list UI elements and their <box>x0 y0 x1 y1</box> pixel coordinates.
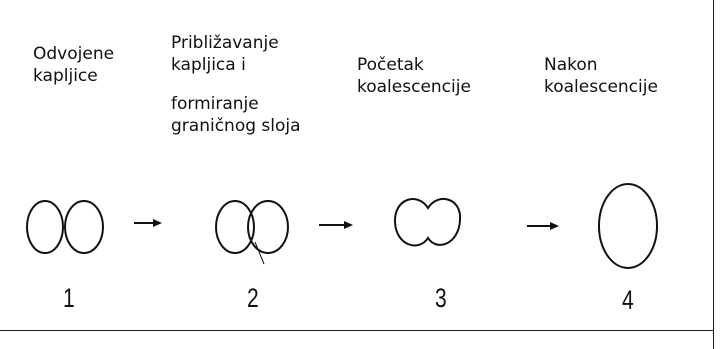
stage-2-label-line-2: kapljica i <box>171 55 246 75</box>
frame-bottom-border <box>0 330 714 331</box>
stage-1-droplet-right <box>64 200 104 254</box>
stage-4-label-line-2: koalescencije <box>544 77 658 97</box>
stage-4-label: Nakon koalescencije <box>544 54 658 98</box>
stage-3-label-line-2: koalescencije <box>357 77 471 97</box>
stage-1-number: 1 <box>63 283 75 313</box>
stage-1-droplet-left <box>26 200 64 254</box>
frame-right-border <box>713 0 714 349</box>
stage-2-label-line-1: Približavanje <box>171 33 279 53</box>
stage-2-label-line-5: graničnog sloja <box>171 116 301 136</box>
stage-2-label-line-4: formiranje <box>171 94 259 114</box>
stage-4-number: 4 <box>622 285 634 315</box>
arrow-1-icon <box>134 219 162 227</box>
stage-3-coalescing-droplet <box>393 198 462 247</box>
stage-4-label-line-1: Nakon <box>544 55 598 75</box>
stage-2-droplet-left <box>215 200 255 254</box>
stage-2-label: Približavanje kapljica i formiranje gran… <box>171 32 301 137</box>
stage-3-number: 3 <box>435 283 447 313</box>
stage-1-label-line-1: Odvojene <box>33 44 115 64</box>
stage-1-label: Odvojene kapljice <box>33 43 114 87</box>
arrow-3-icon <box>527 222 559 230</box>
arrow-2-icon <box>319 221 353 229</box>
stage-4-droplet <box>598 183 658 269</box>
stage-3-label-line-1: Početak <box>357 55 424 75</box>
stage-1-label-line-2: kapljice <box>33 66 98 86</box>
stage-2-droplet-right <box>247 200 289 254</box>
stage-2-boundary-pointer <box>254 241 265 265</box>
stage-2-number: 2 <box>247 283 259 313</box>
stage-3-label: Početak koalescencije <box>357 54 471 98</box>
